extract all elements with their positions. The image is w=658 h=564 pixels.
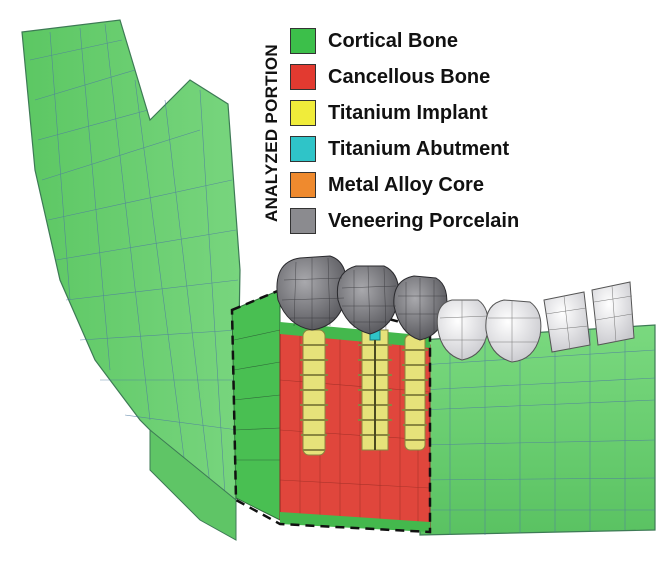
legend-label: Cortical Bone — [328, 30, 458, 53]
veneering-porcelain-crowns — [277, 256, 447, 340]
swatch-cancellous-bone — [290, 64, 316, 90]
mandible-ramus — [22, 20, 240, 500]
legend-label: Cancellous Bone — [328, 66, 490, 89]
legend-label: Titanium Implant — [328, 102, 488, 125]
swatch-titanium-implant — [290, 100, 316, 126]
legend-item-metal-alloy-core: Metal Alloy Core — [290, 170, 484, 200]
analyzed-portion — [232, 290, 430, 532]
legend: ANALYZED PORTION Cortical Bone Cancellou… — [262, 22, 592, 244]
swatch-veneering-porcelain — [290, 208, 316, 234]
legend-label: Metal Alloy Core — [328, 174, 484, 197]
legend-label: Veneering Porcelain — [328, 210, 519, 233]
swatch-cortical-bone — [290, 28, 316, 54]
legend-item-titanium-implant: Titanium Implant — [290, 98, 488, 128]
implant-3 — [402, 335, 428, 450]
legend-item-cancellous-bone: Cancellous Bone — [290, 62, 490, 92]
legend-item-veneering-porcelain: Veneering Porcelain — [290, 206, 519, 236]
legend-item-titanium-abutment: Titanium Abutment — [290, 134, 509, 164]
implant-1 — [300, 330, 328, 455]
swatch-metal-alloy-core — [290, 172, 316, 198]
swatch-titanium-abutment — [290, 136, 316, 162]
legend-title: ANALYZED PORTION — [262, 22, 282, 244]
legend-item-cortical-bone: Cortical Bone — [290, 26, 458, 56]
legend-label: Titanium Abutment — [328, 138, 509, 161]
